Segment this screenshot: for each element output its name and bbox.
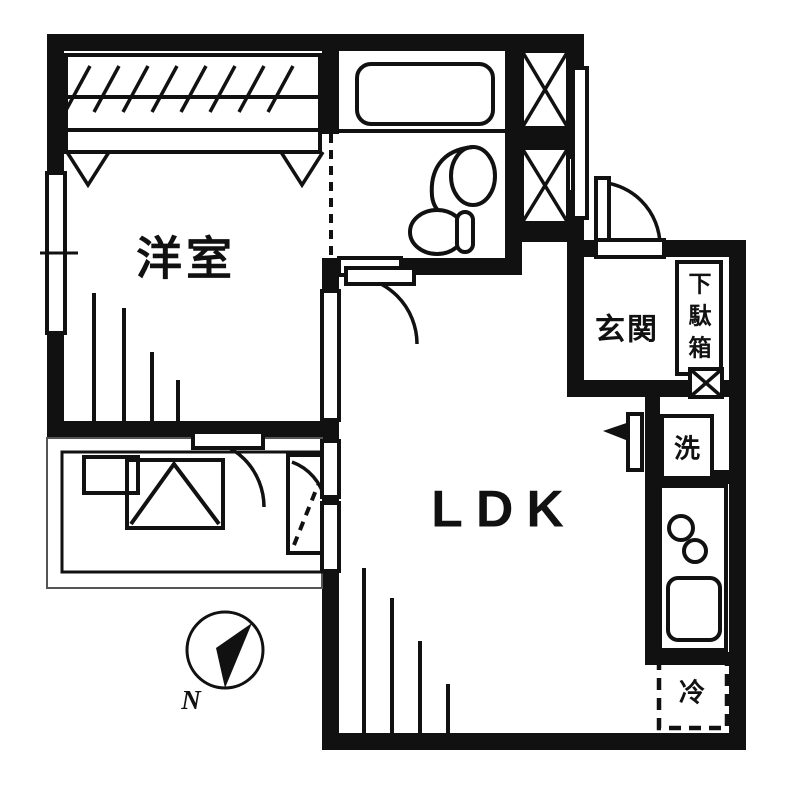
stove-burner-small xyxy=(682,538,708,564)
balcony-window-direction-arrow xyxy=(292,484,320,546)
sink-basin xyxy=(449,145,497,207)
balcony-wall-slot-lower xyxy=(320,501,341,573)
sliding-window-ldk xyxy=(362,568,450,733)
closet-door-v-markers xyxy=(65,151,325,189)
room-label-ldk: LDK xyxy=(431,481,577,539)
bathtub xyxy=(355,62,495,126)
balcony-inner-outline xyxy=(60,450,326,574)
corridor-window xyxy=(320,289,341,422)
front-door-panel xyxy=(594,176,611,246)
washer-box xyxy=(660,414,714,480)
bedroom-area: 洋室 xyxy=(40,53,333,421)
kitchen-column: 洗 冷 xyxy=(603,412,730,731)
shaft-side-slot xyxy=(571,66,589,220)
refrigerator-box xyxy=(656,659,730,731)
ldk-area: LDK xyxy=(320,266,577,733)
front-door-threshold xyxy=(594,238,666,259)
utility-x-box xyxy=(688,367,724,399)
shoe-cabinet-label-3: 箱 xyxy=(689,335,712,362)
balcony-triangle-marker xyxy=(129,460,221,526)
room-label-bedroom: 洋室 xyxy=(136,232,236,286)
shoe-cabinet-label-2: 駄 xyxy=(689,304,712,330)
entrance-area: 下 駄 箱 玄関 xyxy=(594,176,724,399)
ac-outdoor-unit xyxy=(82,455,140,495)
closet-hanging-rod xyxy=(63,65,295,113)
washer-label: 洗 xyxy=(674,435,700,465)
toilet-tank xyxy=(455,210,475,254)
balcony-door-panel xyxy=(191,430,265,450)
ldk-door-swing xyxy=(348,274,419,345)
compass-needle-north xyxy=(216,623,252,688)
closet-lower-band xyxy=(64,128,322,154)
refrigerator-label: 冷 xyxy=(679,678,705,709)
stove-burner-large xyxy=(667,514,695,542)
kitchen-counter xyxy=(658,484,728,652)
closet-rod-band xyxy=(64,95,322,132)
balcony-area xyxy=(46,430,341,589)
balcony-wall-slot-upper xyxy=(320,439,341,499)
pipe-shaft-x-boxes xyxy=(520,49,589,225)
kitchen-sink xyxy=(666,576,722,642)
compass-rose: N xyxy=(180,610,265,715)
bathroom-area xyxy=(337,62,505,277)
room-label-entrance: 玄関 xyxy=(595,313,659,348)
balcony-storage-box xyxy=(125,458,225,530)
shoe-cabinet-label-1: 下 xyxy=(689,272,712,298)
bedroom-window-left xyxy=(40,171,78,335)
ldk-door-panel xyxy=(344,266,416,286)
compass-north-label: N xyxy=(180,685,202,715)
washer-side-wall xyxy=(626,412,644,472)
sliding-window-bedroom xyxy=(92,293,180,421)
